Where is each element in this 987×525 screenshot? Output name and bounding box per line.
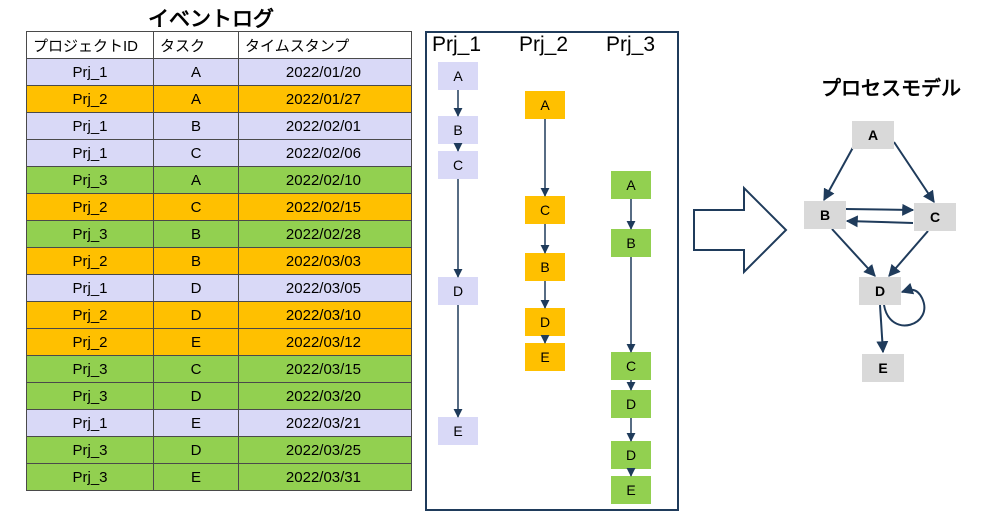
timeline-box-prj-3-b: B xyxy=(611,229,651,257)
timeline-box-prj-1-a: A xyxy=(438,62,478,90)
cell-project: Prj_3 xyxy=(26,355,154,383)
header-task: タスク xyxy=(153,31,239,59)
timeline-box-prj-1-c: C xyxy=(438,151,478,179)
model-node-c: C xyxy=(914,203,956,231)
process-model-title: プロセスモデル xyxy=(821,76,961,100)
cell-project: Prj_1 xyxy=(26,274,154,302)
cell-project: Prj_1 xyxy=(26,58,154,86)
cell-project: Prj_2 xyxy=(26,247,154,275)
cell-project: Prj_1 xyxy=(26,409,154,437)
timeline-header-prj-2: Prj_2 xyxy=(519,33,569,56)
cell-task: A xyxy=(153,58,239,86)
timeline-box-prj-2-b: B xyxy=(525,253,565,281)
model-node-d: D xyxy=(859,277,901,305)
cell-timestamp: 2022/03/21 xyxy=(238,409,412,437)
cell-timestamp: 2022/03/25 xyxy=(238,436,412,464)
header-timestamp: タイムスタンプ xyxy=(238,31,412,59)
model-edge-b-c xyxy=(845,203,915,216)
cell-project: Prj_3 xyxy=(26,463,154,491)
timeline-box-prj-1-b: B xyxy=(438,116,478,144)
cell-timestamp: 2022/03/31 xyxy=(238,463,412,491)
cell-project: Prj_2 xyxy=(26,193,154,221)
table-header-row: プロジェクトID タスク タイムスタンプ xyxy=(26,31,412,59)
model-node-a: A xyxy=(852,121,894,149)
timeline-box-prj-1-d: D xyxy=(438,277,478,305)
model-edge-b-d xyxy=(831,228,876,277)
cell-project: Prj_3 xyxy=(26,220,154,248)
timeline-box-prj-2-a: A xyxy=(525,91,565,119)
timeline-box-prj-3-a: A xyxy=(611,171,651,199)
model-node-b: B xyxy=(804,201,846,229)
cell-timestamp: 2022/03/12 xyxy=(238,328,412,356)
model-edge-d-d-loop xyxy=(883,282,926,327)
cell-project: Prj_3 xyxy=(26,436,154,464)
cell-task: E xyxy=(153,463,239,491)
timeline-box-prj-3-c: C xyxy=(611,352,651,380)
cell-task: D xyxy=(153,436,239,464)
cell-task: B xyxy=(153,220,239,248)
cell-project: Prj_2 xyxy=(26,328,154,356)
cell-task: E xyxy=(153,328,239,356)
timeline-header-prj-1: Prj_1 xyxy=(432,33,482,56)
timeline-box-prj-3-d: D xyxy=(611,390,651,418)
cell-timestamp: 2022/02/06 xyxy=(238,139,412,167)
timeline-box-prj-3-e: E xyxy=(611,476,651,504)
timeline-box-prj-2-e: E xyxy=(525,343,565,371)
project-timeline-panel xyxy=(425,31,679,511)
model-edge-c-b xyxy=(845,215,914,228)
model-edge-a-b xyxy=(823,141,857,202)
model-edge-d-e xyxy=(876,304,889,354)
cell-task: C xyxy=(153,139,239,167)
cell-project: Prj_2 xyxy=(26,301,154,329)
timeline-header-prj-3: Prj_3 xyxy=(606,33,656,56)
model-edge-a-c xyxy=(893,141,935,203)
cell-timestamp: 2022/01/20 xyxy=(238,58,412,86)
transform-arrow-icon xyxy=(693,185,788,275)
timeline-box-prj-2-c: C xyxy=(525,196,565,224)
cell-project: Prj_1 xyxy=(26,112,154,140)
timeline-box-prj-3-d: D xyxy=(611,441,651,469)
model-node-e: E xyxy=(862,354,904,382)
cell-project: Prj_1 xyxy=(26,139,154,167)
header-project-id: プロジェクトID xyxy=(26,31,154,59)
event-log-title: イベントログ xyxy=(148,7,274,31)
model-edge-c-d xyxy=(888,230,929,277)
cell-timestamp: 2022/02/15 xyxy=(238,193,412,221)
cell-timestamp: 2022/03/05 xyxy=(238,274,412,302)
cell-timestamp: 2022/03/10 xyxy=(238,301,412,329)
timeline-box-prj-2-d: D xyxy=(525,308,565,336)
timeline-box-prj-1-e: E xyxy=(438,417,478,445)
